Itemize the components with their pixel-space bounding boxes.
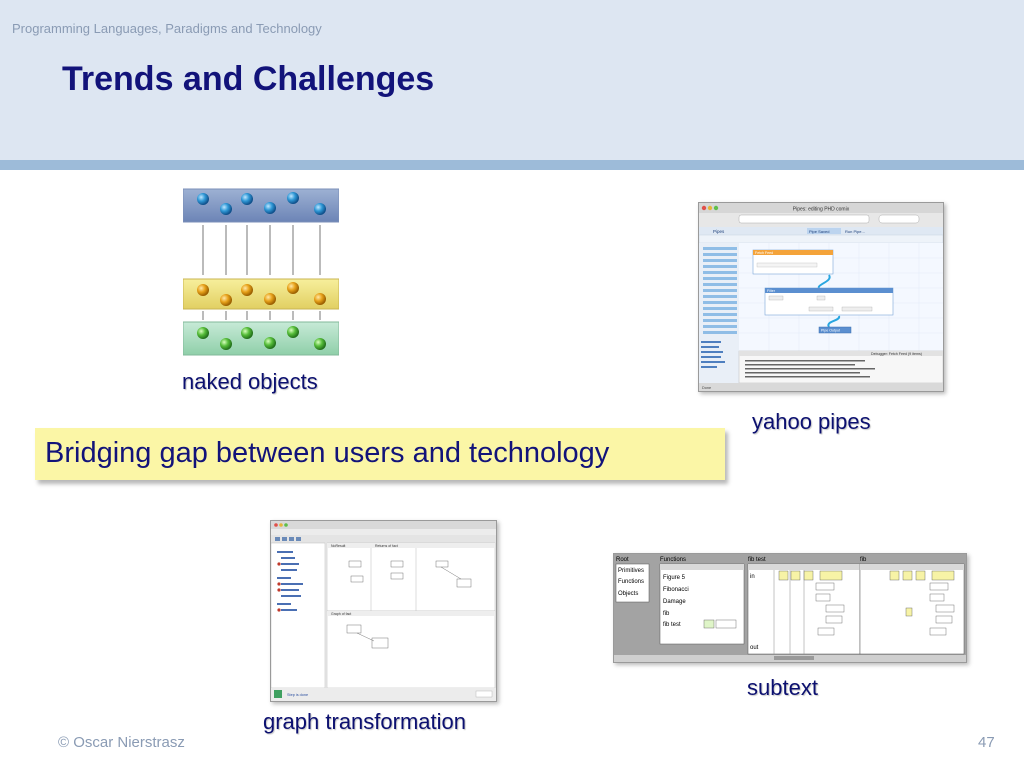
svg-text:Pipe Output: Pipe Output [821, 329, 840, 333]
green-balls [197, 326, 326, 350]
svg-text:Returns of fact: Returns of fact [375, 544, 398, 548]
naked-objects-figure [183, 188, 339, 356]
svg-text:Step is done: Step is done [287, 693, 308, 697]
header-band [0, 0, 1024, 160]
svg-text:Done: Done [702, 386, 711, 390]
footer-author: © Oscar Nierstrasz [58, 734, 185, 751]
blue-layer [183, 188, 339, 223]
yahoo-pipes-caption: yahoo pipes [752, 409, 871, 434]
graph-transformation-screenshot: NoResult Returns of fact Graph of fact S… [270, 520, 497, 702]
svg-text:Filter: Filter [767, 289, 776, 293]
naked-objects-caption: naked objects [182, 369, 318, 394]
header-rule [0, 160, 1024, 170]
svg-text:Pipe Saved: Pipe Saved [809, 229, 829, 234]
orange-layer [183, 278, 339, 310]
green-layer [183, 321, 339, 356]
yahoo-pipes-screenshot: Pipes: editing PHD comix Pipes Pipe Save… [698, 202, 944, 392]
subtext-sidebar-functions: Functions [618, 579, 644, 585]
svg-text:Figure 5: Figure 5 [663, 575, 686, 581]
callout-box: Bridging gap between users and technolog… [35, 428, 725, 480]
svg-text:in: in [750, 574, 755, 580]
subtext-sidebar-objects: Objects [618, 591, 638, 597]
svg-text:fib test: fib test [663, 622, 681, 628]
svg-text:Root: Root [616, 557, 629, 563]
subtext-screenshot: Root Primitives Functions Objects Functi… [613, 553, 967, 663]
svg-text:Graph of fact: Graph of fact [331, 612, 351, 616]
slide-title: Trends and Challenges [62, 60, 435, 98]
graph-transformation-caption: graph transformation [263, 709, 466, 734]
svg-text:Damage: Damage [663, 599, 686, 605]
svg-text:Fetch Feed: Fetch Feed [755, 251, 773, 255]
callout-text: Bridging gap between users and technolog… [45, 437, 610, 469]
svg-text:fib: fib [663, 611, 670, 617]
svg-text:Functions: Functions [660, 557, 686, 563]
subtext-sidebar-primitives: Primitives [618, 568, 644, 574]
blue-balls [197, 192, 326, 215]
svg-text:Pipes: Pipes [713, 229, 725, 234]
svg-text:fib: fib [860, 557, 867, 563]
pipes-window-title: Pipes: editing PHD comix [793, 207, 850, 213]
page-number: 47 [978, 734, 995, 751]
course-name: Programming Languages, Paradigms and Tec… [12, 21, 322, 36]
svg-text:Run Pipe...: Run Pipe... [845, 229, 865, 234]
orange-balls [197, 282, 326, 306]
subtext-caption: subtext [747, 675, 818, 700]
svg-text:fib test: fib test [748, 557, 766, 563]
svg-text:Debugger: Fetch Feed (9 items): Debugger: Fetch Feed (9 items) [871, 352, 922, 356]
connector-arrows [202, 225, 321, 320]
svg-text:out: out [750, 645, 759, 651]
svg-text:NoResult: NoResult [331, 544, 345, 548]
svg-text:Fibonacci: Fibonacci [663, 587, 689, 593]
